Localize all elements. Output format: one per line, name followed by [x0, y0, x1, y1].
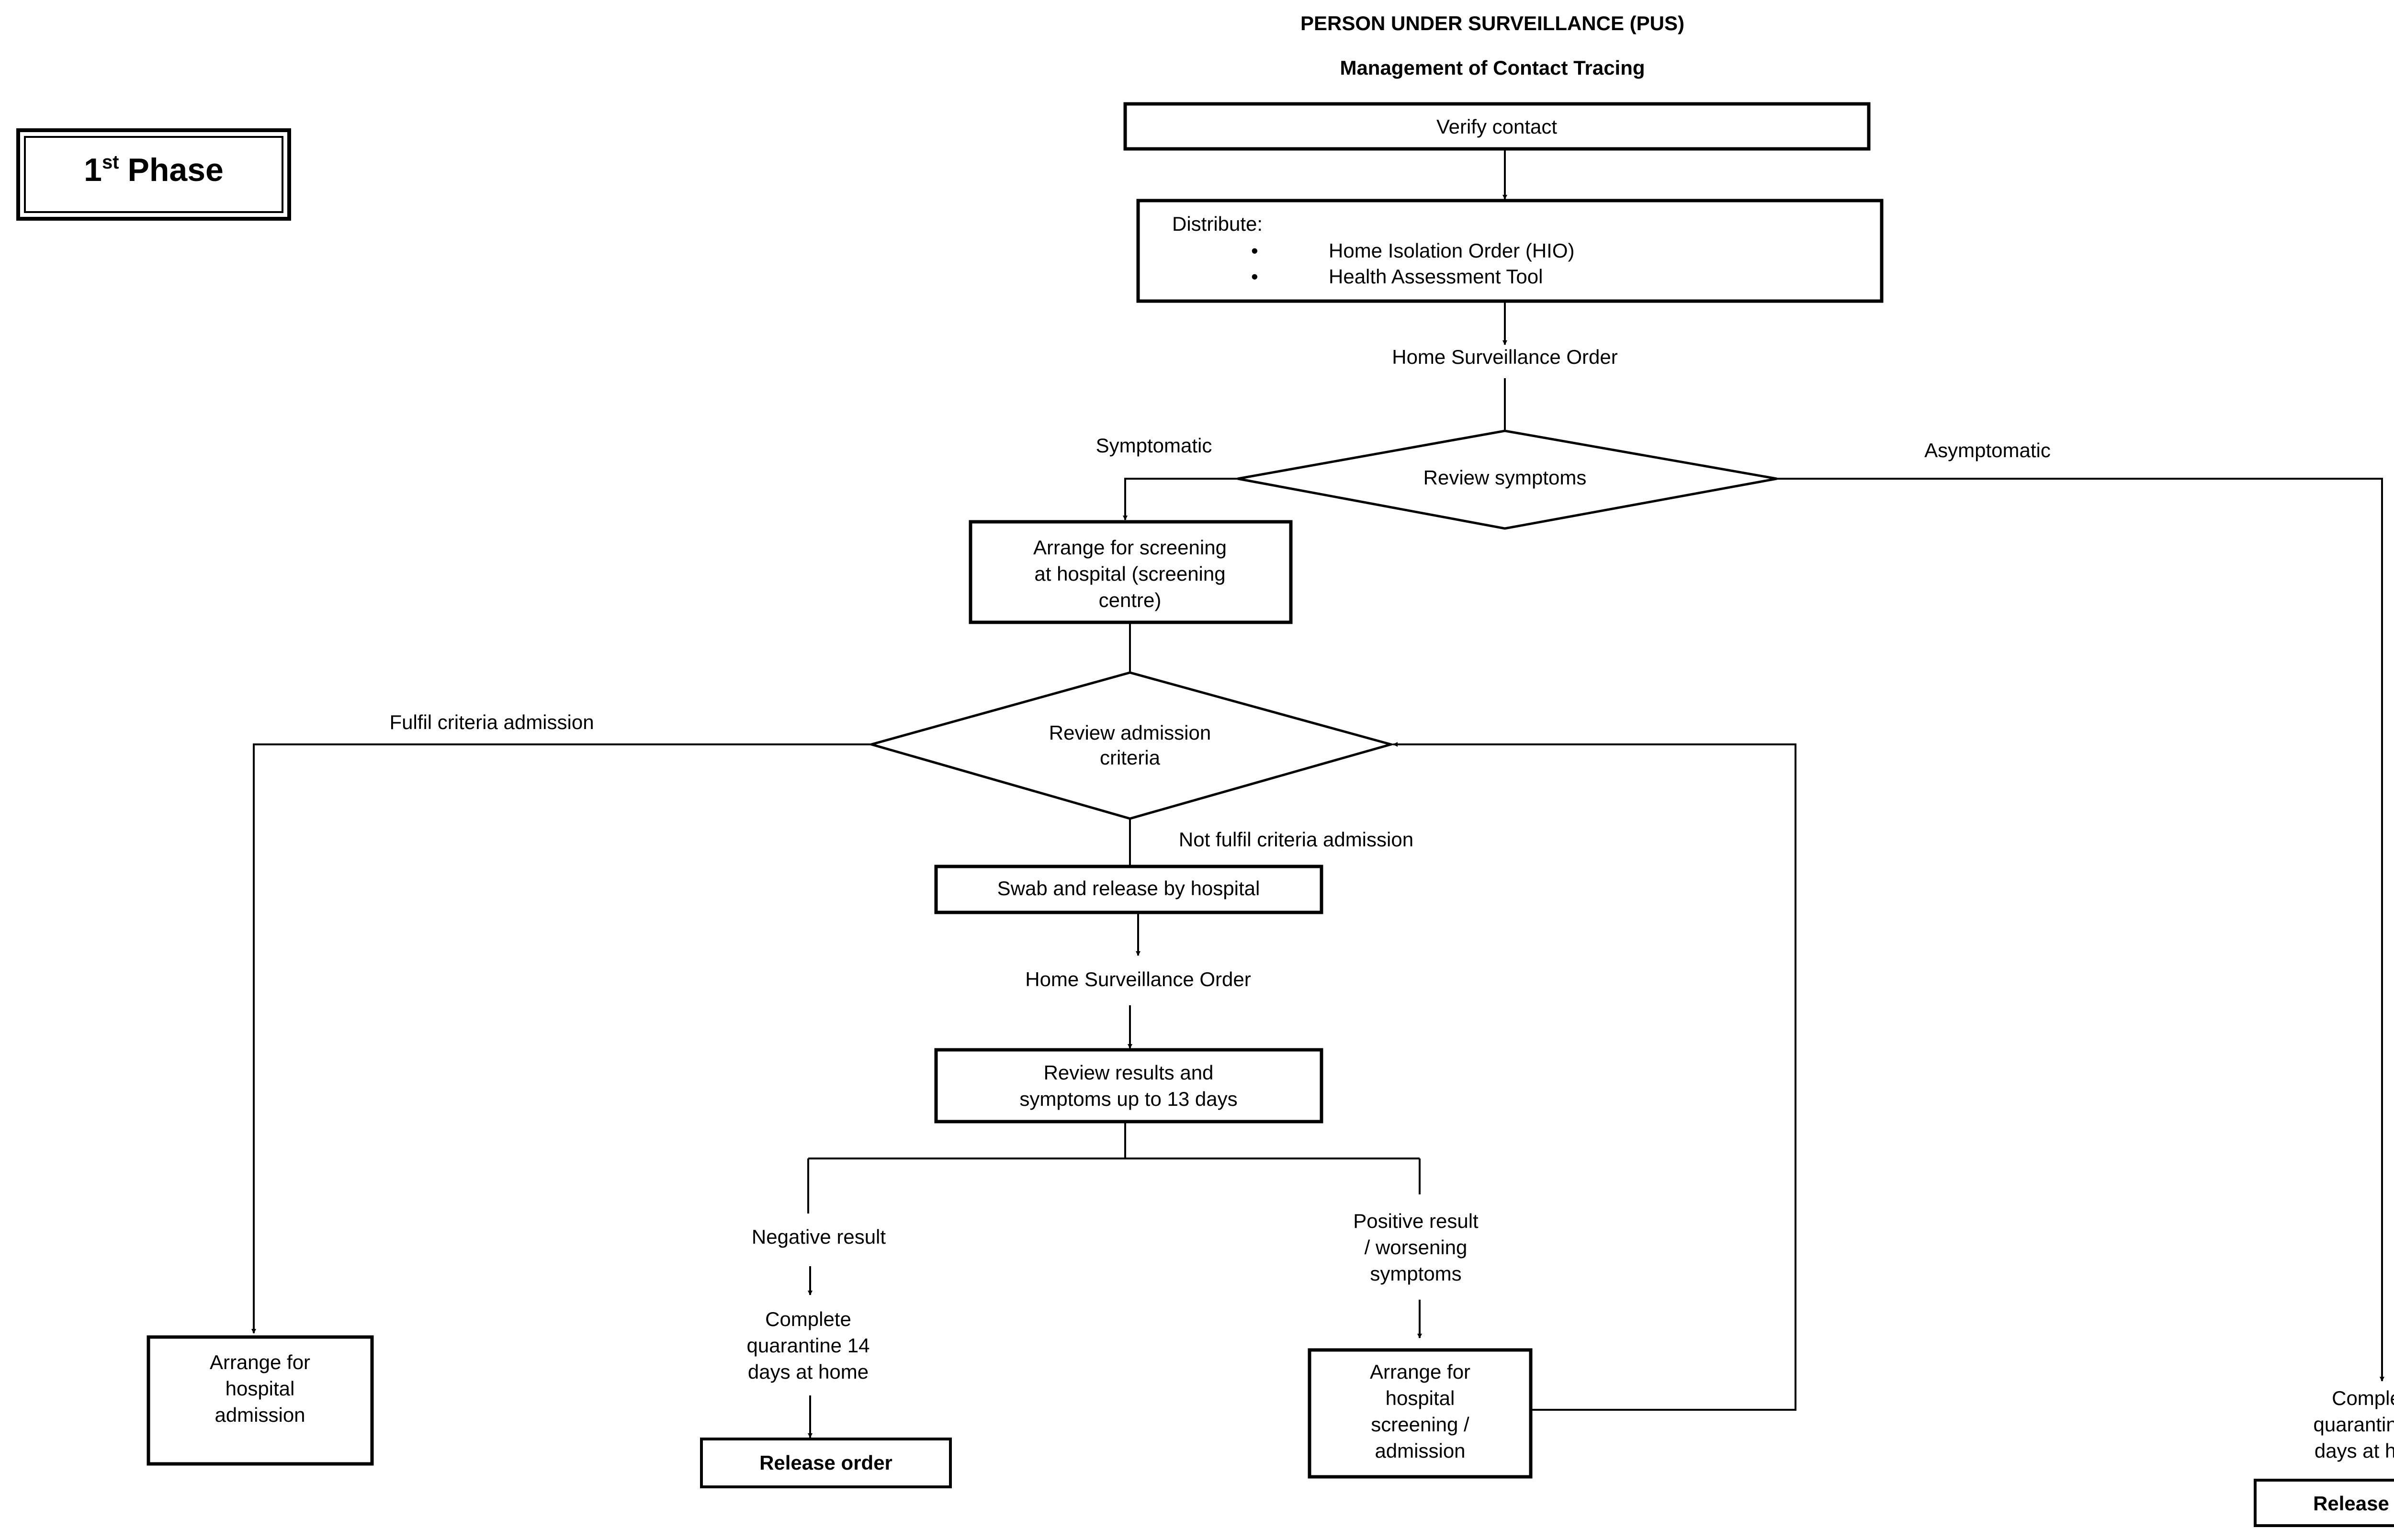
home-surveillance-order-2: Home Surveillance Order [1025, 968, 1251, 990]
distribute-bullet-1: • [1251, 239, 1258, 262]
arrange-screening-admission-line-3: screening / [1371, 1413, 1469, 1436]
review-symptoms-label: Review symptoms [1423, 466, 1587, 489]
fulfil-criteria-label: Fulfil criteria admission [389, 711, 594, 733]
arrange-screening-line-2: at hospital (screening [1034, 562, 1225, 585]
distribute-bullet-2: • [1251, 265, 1258, 288]
arrange-hospital-admission-box [147, 1335, 374, 1466]
quarantine-right-line-3: days at home [2315, 1439, 2394, 1462]
home-surveillance-order-1: Home Surveillance Order [1392, 346, 1618, 368]
not-fulfil-criteria-label: Not fulfil criteria admission [1179, 828, 1413, 851]
arrange-admission-line-1: Arrange for [210, 1351, 310, 1373]
arrow-fulfil-criteria [251, 743, 871, 1334]
arrow-loop-to-admission [1393, 742, 1796, 1411]
verify-contact-box [1123, 102, 1871, 151]
phase-word: Phase [128, 152, 224, 188]
diagram-subtitle: Management of Contact Tracing [1340, 56, 1645, 79]
release-order-left-box [700, 1438, 952, 1488]
arrange-hospital-screening-box [1308, 1348, 1533, 1479]
arrange-admission-line-2: hospital [226, 1377, 295, 1400]
arrow-asymptomatic [1777, 478, 2384, 1382]
review-results-line-2: symptoms up to 13 days [1019, 1088, 1237, 1110]
swab-release-box [934, 865, 1323, 914]
phase-badge: 1st Phase [16, 128, 291, 221]
quarantine-left-line-1: Complete [765, 1308, 851, 1330]
negative-result-label: Negative result [752, 1225, 886, 1248]
positive-result-line-3: symptoms [1370, 1262, 1461, 1285]
phase-suffix: st [102, 152, 119, 173]
quarantine-left-line-2: quarantine 14 [747, 1334, 870, 1357]
review-results-box [934, 1048, 1323, 1124]
release-order-right-label: Release order [2313, 1492, 2394, 1515]
symptomatic-label: Symptomatic [1096, 434, 1212, 457]
arrange-screening-box [969, 520, 1293, 624]
review-admission-line-1: Review admission [1049, 721, 1211, 744]
positive-result-line-1: Positive result [1353, 1210, 1479, 1232]
verify-contact-label: Verify contact [1436, 115, 1557, 138]
distribute-title: Distribute: [1172, 213, 1263, 235]
review-results-line-1: Review results and [1044, 1061, 1214, 1084]
swab-release-label: Swab and release by hospital [997, 877, 1260, 899]
arrange-admission-line-3: admission [215, 1404, 305, 1426]
distribute-item-hat: Health Assessment Tool [1329, 265, 1543, 288]
quarantine-left-line-3: days at home [748, 1360, 869, 1383]
review-admission-decision [867, 671, 1396, 820]
quarantine-right-line-2: quarantine 14 [2314, 1413, 2394, 1436]
arrange-screening-line-3: centre) [1099, 589, 1162, 611]
positive-result-line-2: / worsening [1365, 1236, 1468, 1259]
arrow-symptomatic [1123, 478, 1238, 520]
arrange-screening-line-1: Arrange for screening [1033, 536, 1227, 559]
phase-label: 1st Phase [84, 152, 224, 188]
arrange-screening-admission-line-1: Arrange for [1370, 1360, 1470, 1383]
arrange-screening-admission-line-4: admission [1375, 1439, 1465, 1462]
distribute-box [1136, 199, 1884, 303]
arrange-screening-admission-line-2: hospital [1386, 1387, 1455, 1409]
distribute-item-hio: Home Isolation Order (HIO) [1329, 239, 1574, 262]
review-admission-line-2: criteria [1100, 746, 1161, 769]
release-order-right-box [2254, 1479, 2394, 1527]
quarantine-right-line-1: Complete [2332, 1387, 2394, 1409]
phase-number: 1 [84, 152, 102, 188]
asymptomatic-label: Asymptomatic [1924, 439, 2051, 461]
diagram-title: PERSON UNDER SURVEILLANCE (PUS) [1300, 12, 1684, 34]
release-order-left-label: Release order [759, 1451, 892, 1474]
